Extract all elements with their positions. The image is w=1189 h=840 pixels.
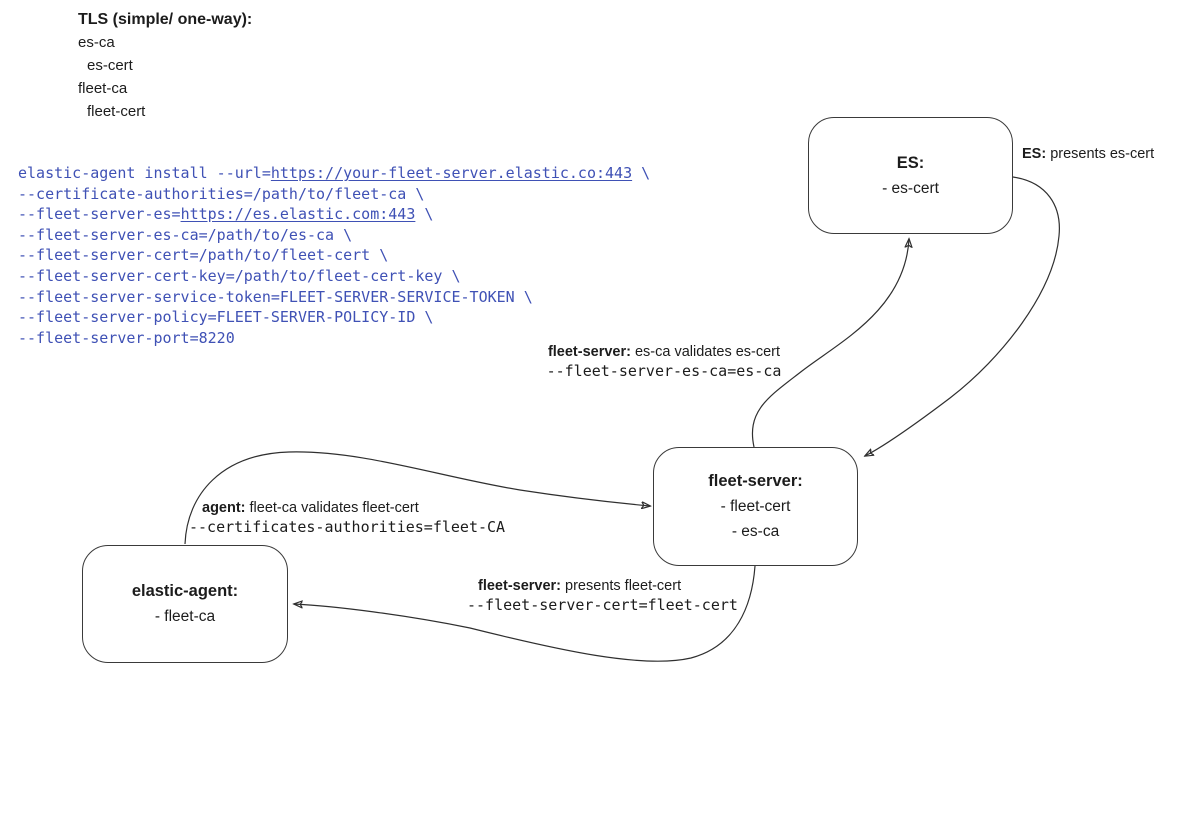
node-title: fleet-server: [708, 472, 803, 490]
node-item: - fleet-cert [720, 498, 791, 515]
command-text: --fleet-server-es= [18, 205, 181, 224]
edge-label-text: presents es-cert [1046, 146, 1155, 162]
command-text: \ [415, 205, 434, 224]
edge-label-bold: agent: [202, 500, 246, 516]
command-line: --fleet-server-cert=/path/to/fleet-cert … [18, 245, 650, 266]
command-line: elastic-agent install --url=https://your… [18, 163, 650, 184]
command-line: --fleet-server-policy=FLEET-SERVER-POLIC… [18, 307, 650, 328]
node-title: ES: [896, 153, 925, 172]
command-text: --fleet-server-service-token=FLEET-SERVE… [18, 287, 533, 306]
edge-label-line: fleet-server: es-ca validates es-cert [529, 343, 799, 362]
command-line: --fleet-server-es=https://es.elastic.com… [18, 204, 650, 225]
node-title: elastic-agent: [131, 582, 239, 600]
edge-label-bold: fleet-server: [547, 344, 631, 360]
tls-legend-item: fleet-cert [87, 103, 146, 120]
edge-label-flag: --fleet-server-cert=fleet-cert [467, 596, 738, 614]
tls-legend: TLS (simple/ one-way): es-ca es-cert fleet… [78, 8, 252, 123]
edge-label-text: presents fleet-cert [561, 578, 682, 594]
tls-legend-item: fleet-ca [78, 80, 128, 97]
command-text: --certificate-authorities=/path/to/fleet… [18, 184, 425, 203]
edge-label-text: fleet-ca validates fleet-cert [245, 500, 419, 516]
command-text: --fleet-server-es-ca=/path/to/es-ca \ [18, 225, 353, 244]
edge-label-fleet-validates-es-cert: fleet-server: es-ca validates es-cert --… [529, 343, 799, 381]
node-es: ES: - es-cert [808, 117, 1013, 234]
edge-label-line: agent: fleet-ca validates fleet-cert [202, 499, 505, 518]
command-text: --fleet-server-policy=FLEET-SERVER-POLIC… [18, 308, 434, 327]
command-line: --fleet-server-port=8220 [18, 328, 650, 349]
command-text: elastic-agent install --url= [18, 164, 271, 182]
node-elastic-agent: elastic-agent: - fleet-ca [82, 545, 288, 663]
node-item: - es-cert [882, 179, 939, 197]
command-text: \ [632, 164, 651, 182]
tls-legend-item: es-cert [87, 57, 133, 74]
edge-label-bold: ES: [1022, 146, 1047, 162]
node-fleet-server: fleet-server: - fleet-cert - es-ca [653, 447, 858, 566]
edge-label-line: fleet-server: presents fleet-cert [478, 577, 738, 596]
command-line: --fleet-server-es-ca=/path/to/es-ca \ [18, 225, 650, 246]
command-line: --fleet-server-cert-key=/path/to/fleet-c… [18, 266, 650, 287]
command-text: --fleet-server-port=8220 [18, 328, 235, 347]
command-text: --fleet-server-cert=/path/to/fleet-cert … [18, 246, 389, 265]
node-item: - fleet-ca [154, 608, 216, 625]
tls-legend-title: TLS (simple/ one-way): [78, 11, 253, 28]
edge-label-flag: --certificates-authorities=fleet-CA [189, 518, 506, 536]
edge-label-es-presents: ES: presents es-cert [1022, 145, 1154, 164]
edge-label-text: es-ca validates es-cert [630, 344, 781, 360]
tls-legend-item: es-ca [78, 34, 115, 51]
edge-label-bold: fleet-server: [478, 578, 562, 594]
edge-label-flag: --fleet-server-es-ca=es-ca [546, 362, 782, 380]
tls-legend-list: es-ca es-cert fleet-ca fleet-cert [78, 31, 252, 123]
elastic-agent-install-command: elastic-agent install --url=https://your… [18, 163, 650, 348]
command-url-link[interactable]: https://es.elastic.com:443 [180, 205, 416, 224]
command-url-link[interactable]: https://your-fleet-server.elastic.co:443 [270, 164, 633, 182]
edge-label-fleet-presents-fleet-cert: fleet-server: presents fleet-cert --flee… [467, 577, 738, 615]
node-item: - es-ca [731, 523, 780, 540]
command-line: --certificate-authorities=/path/to/fleet… [18, 184, 650, 205]
edge-label-agent-validates-fleet-cert: agent: fleet-ca validates fleet-cert --c… [189, 499, 505, 537]
command-line: --fleet-server-service-token=FLEET-SERVE… [18, 287, 650, 308]
command-text: --fleet-server-cert-key=/path/to/fleet-c… [18, 266, 461, 285]
